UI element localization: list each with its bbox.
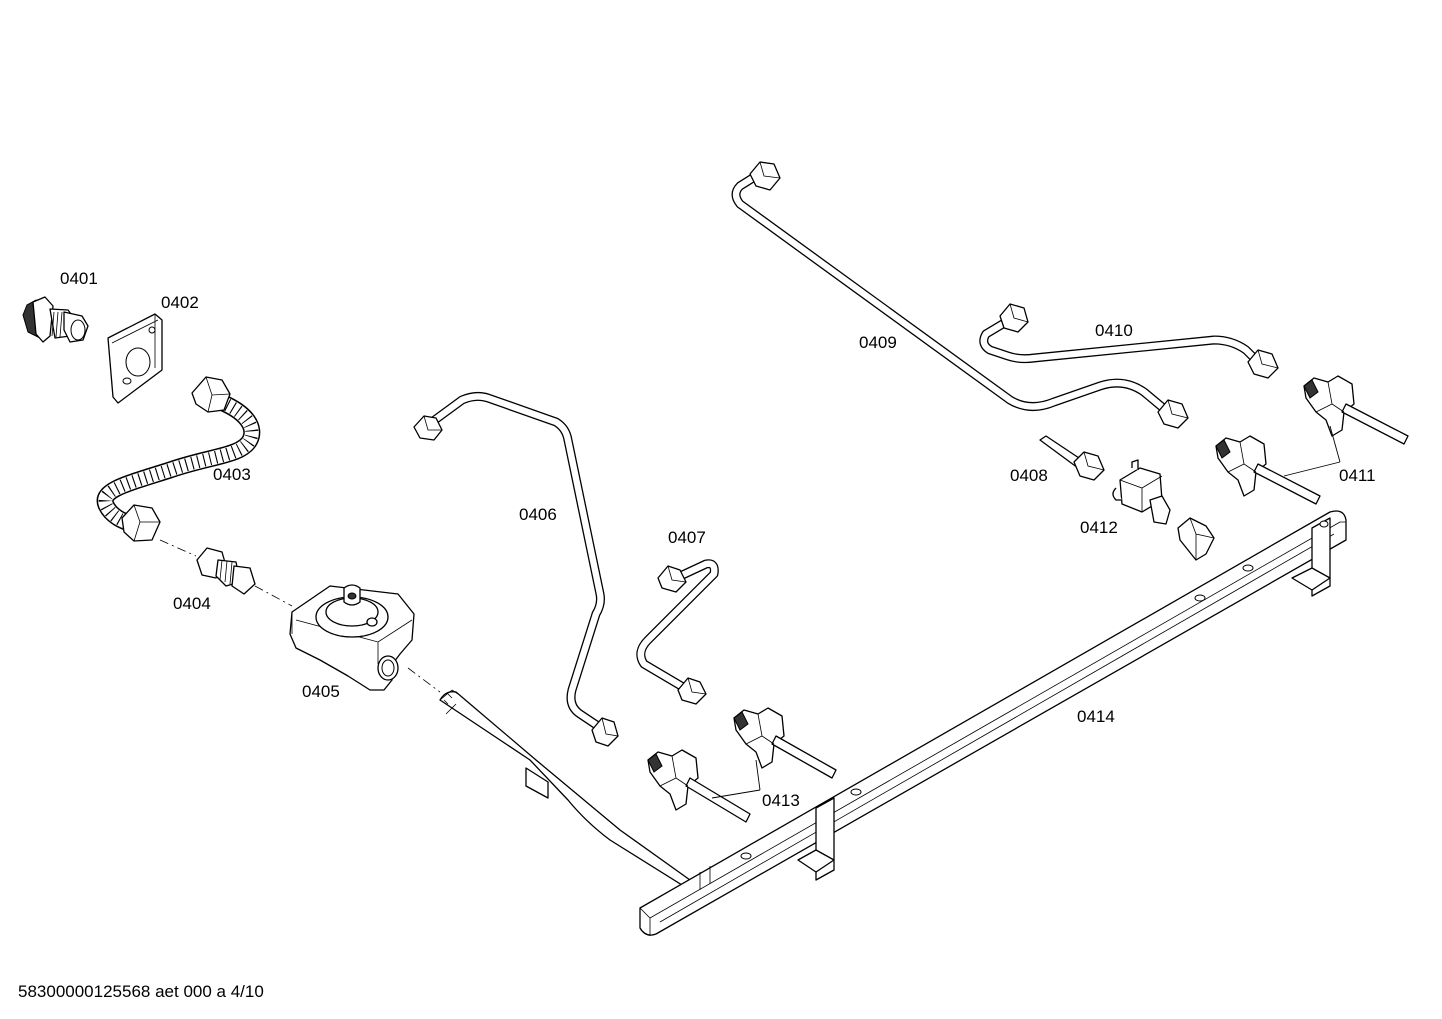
part-0401-connector [22,296,89,343]
part-0413-gas-valve-left [647,749,751,823]
part-0411-gas-valve-upper [1303,375,1409,445]
part-0412-solenoid-elbow [1112,459,1215,561]
document-code: 58300000125568 aet 000 a 4/10 [18,982,264,1001]
part-0406-gas-pipe [413,391,619,747]
label-0405: 0405 [302,682,340,701]
part-0403-flexible-hose [96,376,261,542]
label-0413: 0413 [762,791,800,810]
part-0409-long-pipe [731,161,1189,429]
leader-0413 [711,759,761,799]
label-0406: 0406 [519,505,557,524]
label-0412: 0412 [1080,518,1118,537]
part-0402-bracket [107,313,163,404]
label-0411: 0411 [1339,466,1376,485]
part-0404-adaptor-fitting [159,539,293,607]
part-0413-gas-valve-right [733,707,837,779]
label-0401: 0401 [60,269,98,288]
part-0411-gas-valve-lower [1215,435,1321,505]
label-0404: 0404 [173,594,211,613]
part-0408-small-fitting [1039,435,1105,481]
label-0403: 0403 [213,465,251,484]
part-0414-manifold-rail [439,510,1347,936]
part-0405-regulator [289,584,441,693]
part-0407-short-pipe [636,559,719,705]
label-0408: 0408 [1010,466,1048,485]
label-0402: 0402 [161,293,199,312]
label-0407: 0407 [668,528,706,547]
label-0414: 0414 [1077,707,1115,726]
leader-0411 [1283,425,1341,477]
part-0410-pipe [979,303,1279,379]
label-0410: 0410 [1095,321,1133,340]
label-0409: 0409 [859,333,897,352]
